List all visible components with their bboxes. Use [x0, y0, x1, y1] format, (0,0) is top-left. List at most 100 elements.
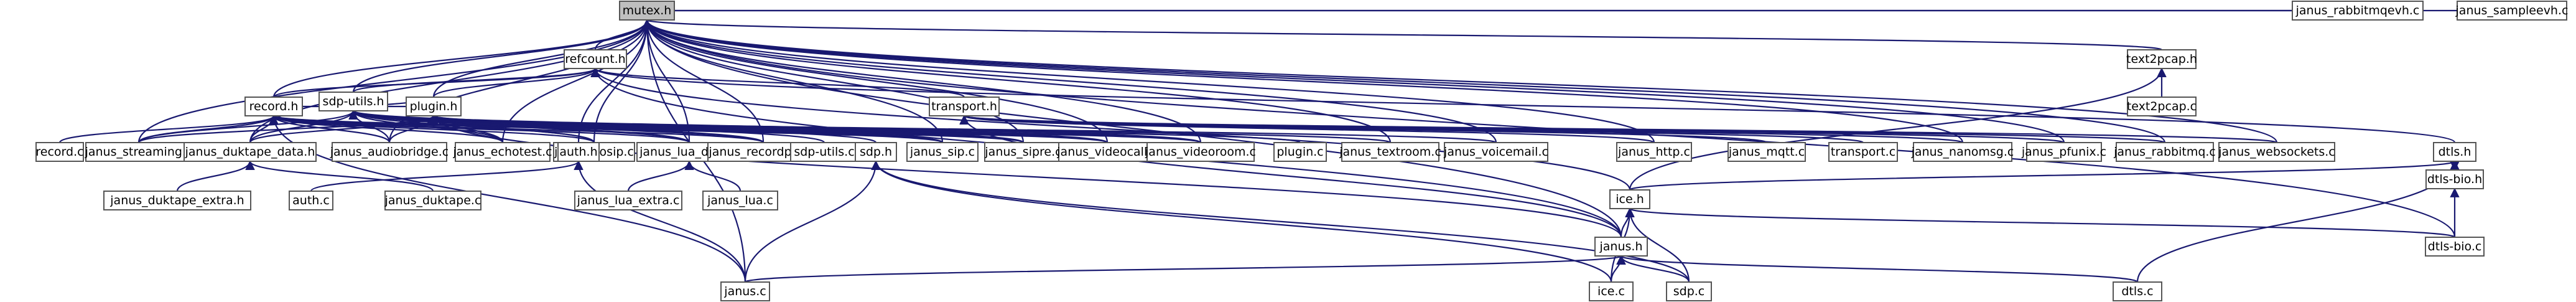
edge-janus-voicemail-c-to-plugin-h: [429, 115, 1497, 144]
node-refcount-h[interactable]: refcount.h: [564, 49, 627, 69]
node-janus-voicemail-c[interactable]: janus_voicemail.c: [1443, 142, 1548, 162]
edge-janus-lua-extra-c-to-janus-lua-data-h: [627, 160, 694, 192]
node-sdp-c[interactable]: sdp.c: [1666, 281, 1712, 301]
node-ice-c[interactable]: ice.c: [1589, 281, 1634, 301]
node-box: [1273, 142, 1327, 162]
node-sdp-h[interactable]: sdp.h: [855, 142, 897, 162]
node-janus-sipre-c[interactable]: janus_sipre.c: [984, 142, 1062, 162]
node-mutex-h[interactable]: mutex.h: [619, 1, 675, 21]
edge-janus-http-c-to-mutex-h: [642, 19, 1655, 143]
edge-ice-h-to-dtls-h: [1629, 160, 2459, 191]
node-box: [720, 281, 770, 301]
node-box: [1444, 142, 1548, 162]
node-label: janus_audiobridge.c: [330, 145, 449, 159]
node-janus-videoroom-c[interactable]: janus_videoroom.c: [1145, 142, 1256, 162]
node-text2pcap-h[interactable]: text2pcap.h: [2126, 49, 2197, 69]
edge-janus-streaming-c-to-plugin-h: [137, 115, 439, 144]
node-box: [1594, 237, 1648, 257]
node-dtls-bio-c[interactable]: dtls-bio.c: [2425, 237, 2485, 257]
node-label: transport.h: [931, 100, 997, 113]
node-janus-videocall-c[interactable]: janus_videocall.c: [1056, 142, 1158, 162]
node-box: [2433, 142, 2476, 162]
node-janus-lua-c[interactable]: janus_lua.c: [702, 191, 778, 210]
edge-janus-h-to-plugin-h: [429, 115, 1622, 238]
node-janus-textroom-c[interactable]: janus_textroom.c: [1339, 142, 1441, 162]
node-janus-duktape-extra-h[interactable]: janus_duktape_extra.h: [103, 191, 251, 210]
node-janus-nanomsg-c[interactable]: janus_nanomsg.c: [1911, 142, 2014, 162]
node-label: sdp-utils.h: [323, 95, 384, 108]
node-box: [1609, 189, 1650, 209]
node-janus-websockets-c[interactable]: janus_websockets.c: [2218, 142, 2335, 162]
node-transport-h[interactable]: transport.h: [929, 97, 1000, 116]
node-box: [1589, 281, 1634, 301]
edge-janus-streaming-c-to-sdp-utils-h: [137, 110, 358, 143]
node-transport-c[interactable]: transport.c: [1828, 142, 1898, 162]
node-record-h[interactable]: record.h: [244, 97, 303, 116]
edge-janus-c-to-sdp-h: [744, 160, 881, 283]
edge-janus-h-to-mutex-h: [642, 19, 1622, 238]
node-dtls-bio-h[interactable]: dtls-bio.h: [2425, 169, 2484, 189]
node-label: auth.h: [559, 145, 597, 159]
node-label: janus.h: [1599, 240, 1643, 253]
node-box: [1828, 142, 1898, 162]
node-auth-h[interactable]: auth.h: [557, 142, 600, 162]
node-box: [1146, 142, 1255, 162]
node-label: janus_videoroom.c: [1145, 145, 1256, 159]
edge-plugin-h-to-refcount-h: [432, 67, 600, 98]
node-janus-streaming-c[interactable]: janus_streaming.c: [85, 142, 193, 162]
node-janus-lua-extra-c[interactable]: janus_lua_extra.c: [574, 191, 682, 210]
node-label: sdp-utils.c: [794, 145, 854, 159]
node-box: [289, 191, 333, 210]
node-box: [564, 49, 627, 69]
node-box: [184, 142, 317, 162]
node-box: [1616, 142, 1692, 162]
node-ice-h[interactable]: ice.h: [1609, 189, 1650, 209]
node-label: text2pcap.h: [2126, 52, 2197, 66]
edge-layer: [58, 6, 2512, 283]
node-janus-echotest-c[interactable]: janus_echotest.c: [452, 142, 552, 162]
node-janus-duktape-c[interactable]: janus_duktape.c: [384, 191, 481, 210]
node-text2pcap-c[interactable]: text2pcap.c: [2127, 97, 2197, 116]
node-sdp-utils-h[interactable]: sdp-utils.h: [319, 92, 388, 111]
edge-dtls-h-to-refcount-h: [591, 67, 2456, 143]
node-janus-mqtt-c[interactable]: janus_mqtt.c: [1727, 142, 1806, 162]
node-dtls-c[interactable]: dtls.c: [2113, 281, 2162, 301]
node-record-c[interactable]: record.c: [35, 142, 84, 162]
node-label: janus_streaming.c: [85, 145, 193, 159]
node-janus-rabbitmqevh-c[interactable]: janus_rabbitmqevh.c: [2292, 1, 2424, 21]
node-box: [2127, 49, 2197, 69]
node-plugin-h[interactable]: plugin.h: [406, 97, 462, 116]
edge-ice-h-to-text2pcap-h: [1629, 67, 2167, 191]
node-label: janus_duktape.c: [384, 194, 481, 207]
node-dtls-h[interactable]: dtls.h: [2433, 142, 2476, 162]
node-janus-c[interactable]: janus.c: [720, 281, 770, 301]
node-box: [1341, 142, 1439, 162]
node-janus-duktape-data-h[interactable]: janus_duktape_data.h: [184, 142, 317, 162]
node-box: [702, 191, 778, 210]
edge-janus-textroom-c-to-mutex-h: [642, 19, 1392, 143]
node-janus-audiobridge-c[interactable]: janus_audiobridge.c: [330, 142, 449, 162]
node-auth-c[interactable]: auth.c: [289, 191, 333, 210]
node-janus-sampleevh-c[interactable]: janus_sampleevh.c: [2455, 1, 2569, 21]
node-label: janus.c: [723, 285, 766, 298]
edge-dtls-c-to-dtls-h: [2136, 160, 2460, 283]
node-box: [2116, 142, 2214, 162]
edge-janus-h-to-transport-h: [959, 115, 1622, 238]
node-janus-http-c[interactable]: janus_http.c: [1616, 142, 1692, 162]
node-box: [929, 97, 1000, 116]
node-plugin-c[interactable]: plugin.c: [1273, 142, 1327, 162]
node-janus-pfunix-c[interactable]: janus_pfunix.c: [2021, 142, 2106, 162]
edge-ice-c-to-sdp-h: [871, 160, 1612, 283]
node-box: [455, 142, 551, 162]
node-label: record.c: [35, 145, 83, 159]
node-janus-sip-c[interactable]: janus_sip.c: [906, 142, 979, 162]
node-layer: mutex.h refcount.h record.h sdp-utils.h plug…: [35, 1, 2568, 301]
node-label: janus_sampleevh.c: [2455, 4, 2569, 17]
node-box: [2425, 237, 2485, 257]
node-janus-h[interactable]: janus.h: [1594, 237, 1648, 257]
edge-janus-lua-c-to-janus-lua-data-h: [684, 160, 742, 192]
node-janus-rabbitmq-c[interactable]: janus_rabbitmq.c: [2113, 142, 2216, 162]
node-box: [2425, 169, 2484, 189]
node-label: auth.c: [292, 194, 330, 207]
node-sdp-utils-c[interactable]: sdp-utils.c: [790, 142, 858, 162]
